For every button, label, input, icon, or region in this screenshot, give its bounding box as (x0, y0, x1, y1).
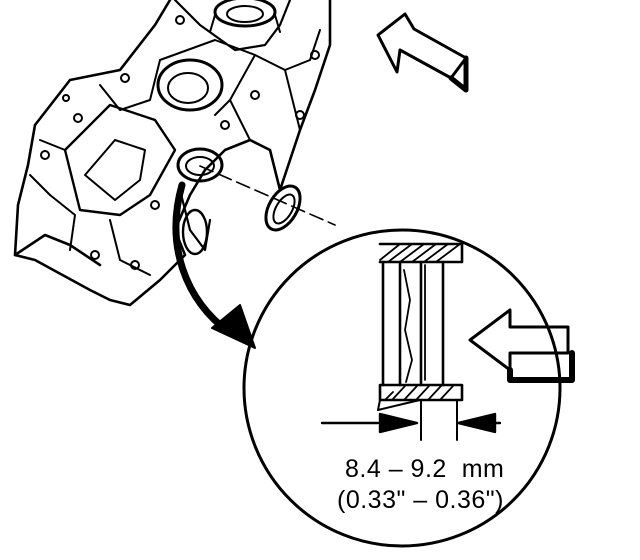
detail-section (377, 242, 464, 441)
detail-callout-arrow (172, 181, 256, 349)
seal-ring (264, 184, 302, 232)
dimension-imperial-label: (0.33" – 0.36") (337, 486, 505, 514)
dimension-arrows (320, 412, 502, 434)
dimension-metric-label: 8.4 – 9.2 mm (345, 455, 505, 483)
engine-block (13, 0, 332, 307)
detail-circle (242, 228, 562, 548)
alignment-centerline (199, 165, 336, 226)
press-direction-arrow (468, 308, 575, 383)
install-direction-arrow (376, 12, 469, 93)
